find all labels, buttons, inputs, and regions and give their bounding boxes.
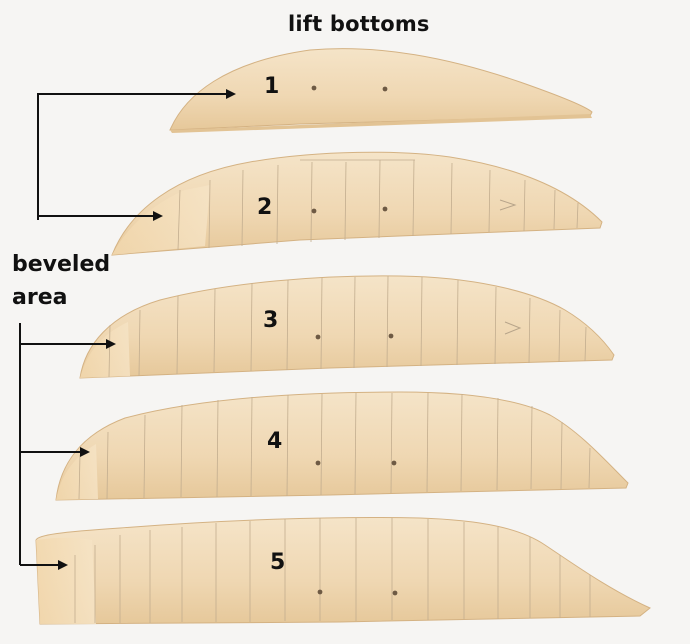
wood-piece-1 bbox=[170, 49, 592, 133]
wood-piece-3 bbox=[80, 276, 614, 378]
wood-piece-5 bbox=[36, 517, 650, 624]
side-label-line-2: area bbox=[12, 287, 67, 309]
piece-number-5: 5 bbox=[270, 552, 285, 574]
piece-number-1: 1 bbox=[264, 76, 279, 98]
wood-piece-4 bbox=[56, 392, 628, 500]
side-label-line-1: beveled bbox=[12, 254, 110, 276]
image-title: lift bottoms bbox=[288, 14, 430, 35]
wood-piece-2 bbox=[112, 152, 602, 255]
callout-bracket-bottom bbox=[20, 324, 21, 565]
piece-number-2: 2 bbox=[257, 197, 272, 219]
piece-number-3: 3 bbox=[263, 310, 278, 332]
piece-number-4: 4 bbox=[267, 431, 282, 453]
